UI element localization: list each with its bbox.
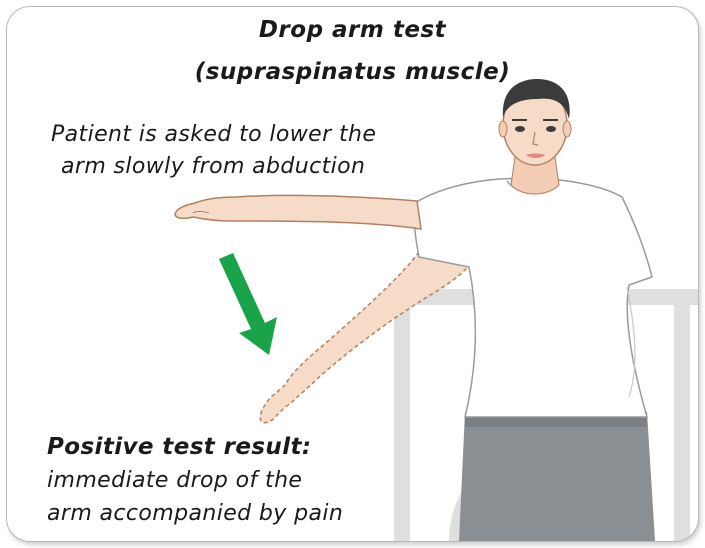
title-line-1: Drop arm test (7, 17, 698, 43)
illustration-card: Drop arm test (supraspinatus muscle) Pat… (6, 6, 699, 542)
instruction-line-2: arm slowly from abduction (51, 151, 471, 183)
instruction-line-1: Patient is asked to lower the (51, 119, 471, 151)
head (499, 79, 571, 165)
raised-arm (175, 195, 421, 229)
down-arrow-icon (219, 253, 277, 355)
instruction-text: Patient is asked to lower the arm slowly… (51, 119, 471, 183)
result-line-1: immediate drop of the (47, 464, 507, 497)
result-line-2: arm accompanied by pain (47, 497, 507, 530)
result-text: Positive test result: immediate drop of … (47, 431, 507, 530)
title-line-2: (supraspinatus muscle) (7, 59, 698, 85)
result-heading: Positive test result: (47, 431, 507, 464)
lowered-arm-outline (260, 252, 469, 423)
